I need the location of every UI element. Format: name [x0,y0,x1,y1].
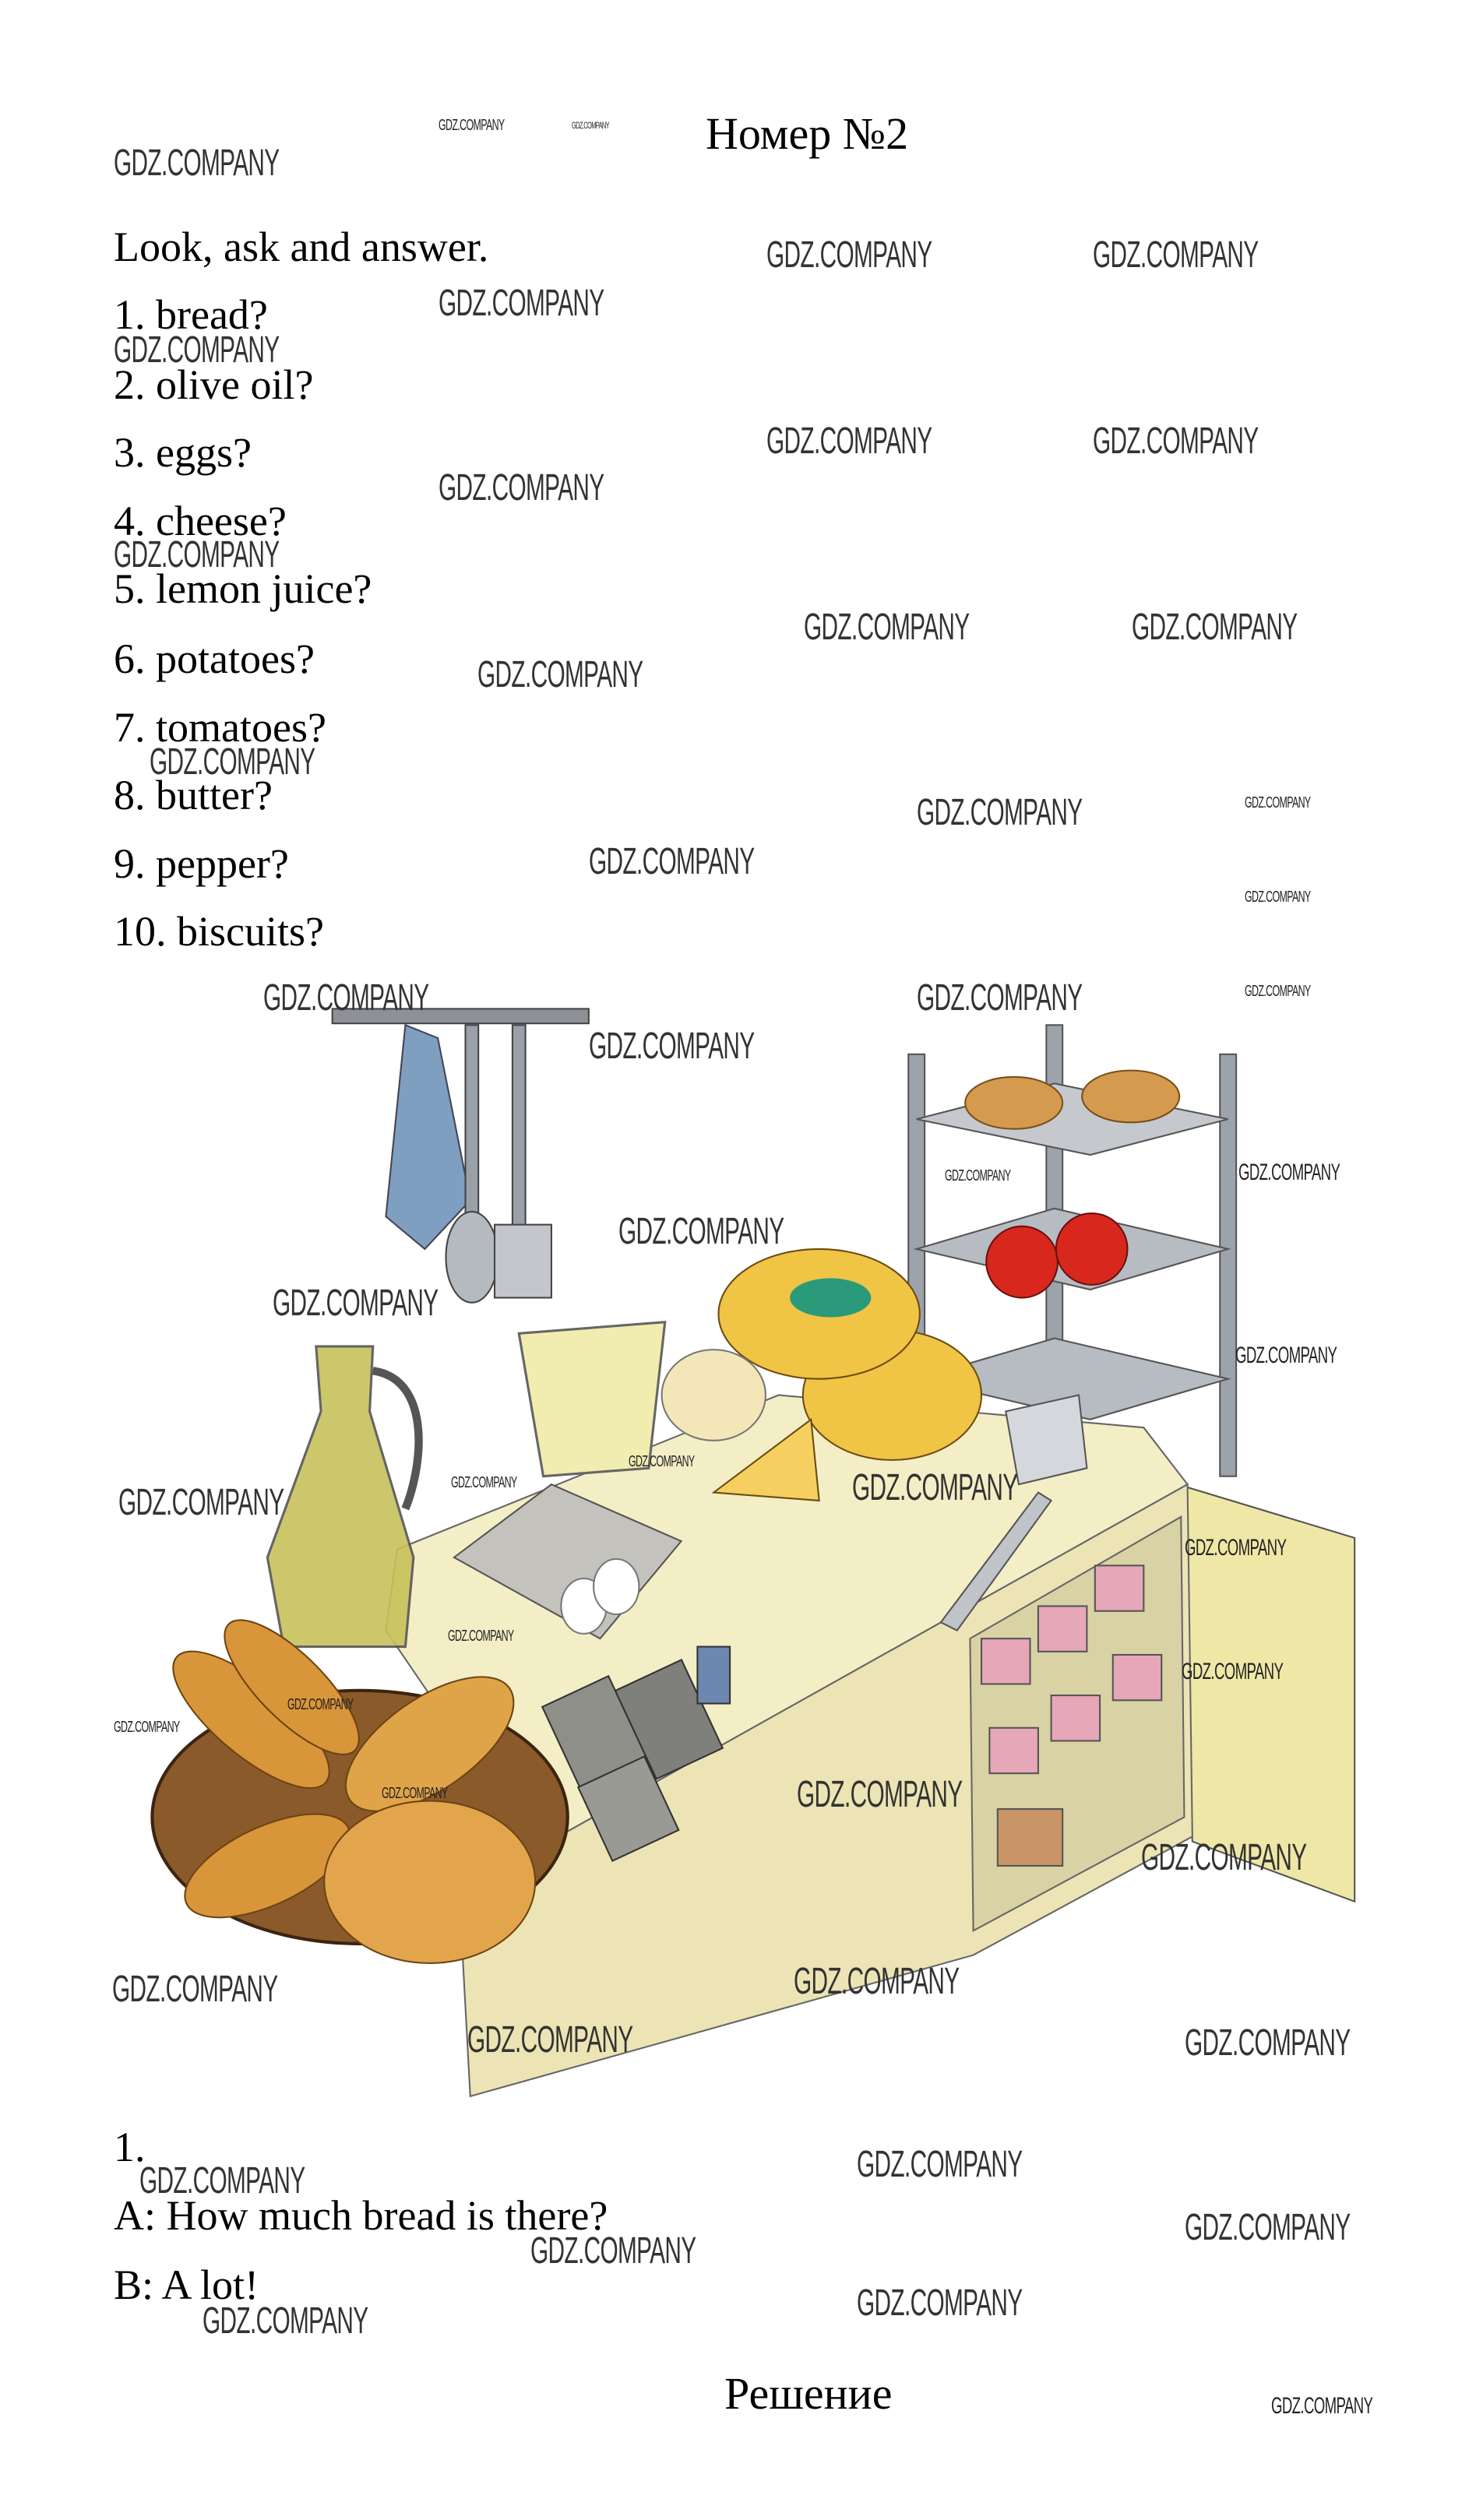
kitchen-illustration [150,1008,1356,2098]
list-item: 9. pepper? [114,840,289,887]
example-number: 1. [114,2124,146,2170]
cheese [661,1248,983,1502]
list-item: 8. butter? [114,772,273,818]
watermark: GDZ.COMPANY [1093,421,1259,462]
instruction: Look, ask and answer. [114,223,489,270]
watermark: GDZ.COMPANY [857,2144,1023,2185]
watermark: GDZ.COMPANY [797,1774,963,1815]
example-question: A: How much bread is there? [114,2192,608,2239]
watermark: GDZ.COMPANY [114,143,280,184]
watermark: GDZ.COMPANY [114,534,280,575]
watermark: GDZ.COMPANY [1132,607,1298,648]
watermark: GDZ.COMPANY [477,654,643,695]
list-item: 3. eggs? [114,429,252,476]
list-item: 2. olive oil? [114,361,314,408]
watermark: GDZ.COMPANY [1235,1343,1337,1368]
utensil-rack [331,1008,590,1304]
watermark: GDZ.COMPANY [618,1211,784,1252]
list-item: 5. lemon juice? [114,565,372,612]
watermark: GDZ.COMPANY [1238,1160,1340,1185]
watermark: GDZ.COMPANY [1245,889,1311,906]
watermark: GDZ.COMPANY [273,1283,439,1324]
watermark: GDZ.COMPANY [448,1628,514,1645]
watermark: GDZ.COMPANY [1245,794,1311,811]
watermark: GDZ.COMPANY [150,741,315,783]
watermark: GDZ.COMPANY [114,329,280,371]
watermark: GDZ.COMPANY [1182,1659,1284,1684]
watermark: GDZ.COMPANY [467,2019,633,2061]
watermark: GDZ.COMPANY [1245,983,1311,1000]
watermark: GDZ.COMPANY [263,977,429,1019]
watermark: GDZ.COMPANY [917,977,1083,1019]
watermark: GDZ.COMPANY [439,283,604,324]
watermark: GDZ.COMPANY [451,1474,517,1491]
cake-boxes [980,1564,1163,1867]
egg-carton [453,1483,683,1640]
list-item: 1. bread? [114,291,268,338]
watermark: GDZ.COMPANY [794,1961,960,2002]
watermark: GDZ.COMPANY [203,2300,368,2342]
watermark: GDZ.COMPANY [1141,1837,1307,1878]
watermark: GDZ.COMPANY [589,841,755,882]
watermark: GDZ.COMPANY [1185,1535,1287,1561]
solution-label: Решение [724,2368,893,2419]
tins [541,1645,731,1862]
watermark: GDZ.COMPANY [629,1453,695,1470]
watermark: GDZ.COMPANY [804,607,970,648]
list-item: 7. tomatoes? [114,704,326,751]
watermark: GDZ.COMPANY [439,467,604,509]
knife [939,1491,1053,1632]
page-title: Номер №2 [706,108,909,159]
watermark: GDZ.COMPANY [1185,2022,1351,2064]
list-item: 10. biscuits? [114,908,324,955]
watermark: GDZ.COMPANY [589,1026,755,1067]
watermark: GDZ.COMPANY [530,2230,696,2272]
watermark: GDZ.COMPANY [287,1696,354,1713]
bread-basket [150,1619,569,1965]
list-item: 4. cheese? [114,498,287,544]
lemon-juice-jug [517,1320,667,1478]
watermark: GDZ.COMPANY [439,117,505,134]
watermark: GDZ.COMPANY [572,120,610,131]
watermark: GDZ.COMPANY [112,1969,278,2010]
watermark: GDZ.COMPANY [1271,2393,1373,2419]
watermark: GDZ.COMPANY [857,2282,1023,2324]
example-answer: B: A lot! [114,2261,259,2308]
watermark: GDZ.COMPANY [382,1785,448,1802]
watermark: GDZ.COMPANY [139,2160,305,2201]
olive-oil-bottle [266,1345,423,1649]
watermark: GDZ.COMPANY [945,1167,1011,1184]
watermark: GDZ.COMPANY [118,1482,284,1523]
watermark: GDZ.COMPANY [766,421,932,462]
watermark: GDZ.COMPANY [1185,2207,1351,2248]
watermark: GDZ.COMPANY [766,234,932,276]
watermark: GDZ.COMPANY [917,792,1083,833]
list-item: 6. potatoes? [114,635,315,682]
metal-shelf [907,1024,1238,1477]
watermark: GDZ.COMPANY [114,1719,180,1736]
watermark: GDZ.COMPANY [1093,234,1259,276]
watermark: GDZ.COMPANY [852,1467,1018,1508]
